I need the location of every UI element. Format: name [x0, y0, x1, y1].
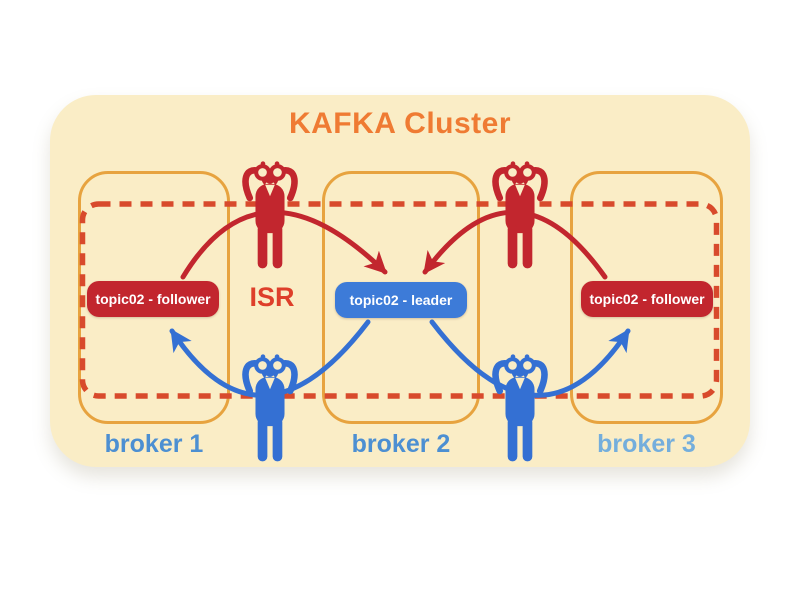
broker-3-label: broker 3 [597, 430, 696, 458]
cluster-title: KAFKA Cluster [288, 107, 512, 140]
broker-2-label: broker 2 [351, 430, 451, 458]
broker-1-label: broker 1 [104, 430, 204, 458]
partition-badge-topic02-leader-broker2: topic02 - leader [335, 282, 467, 318]
partition-badge-topic02-follower-broker1: topic02 - follower [87, 281, 219, 317]
isr-label: ISR [249, 282, 295, 312]
partition-badge-topic02-follower-broker3: topic02 - follower [581, 281, 713, 317]
